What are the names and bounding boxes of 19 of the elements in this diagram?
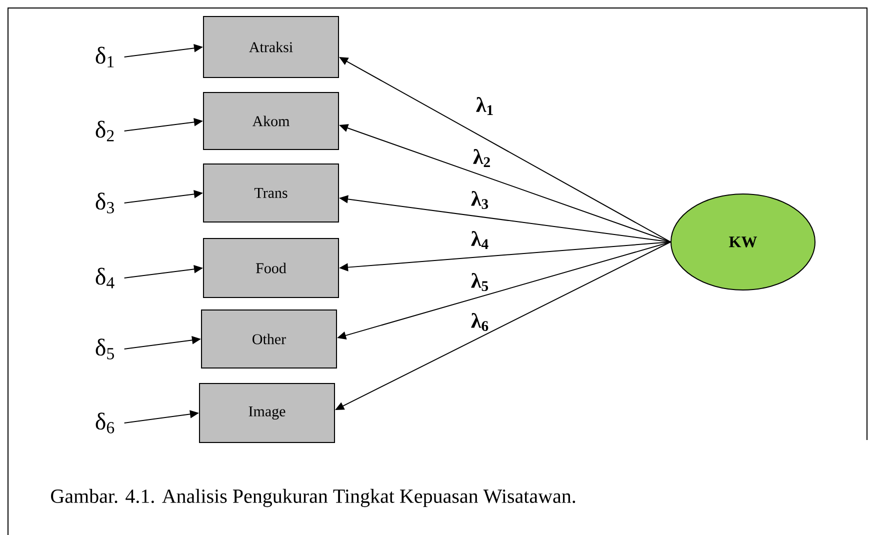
edge-label: λ$_{3}$: [471, 190, 488, 210]
edge-label: λ$_{4}$: [471, 231, 488, 249]
indicator-box: Image: [199, 383, 335, 443]
error-term: δ$_{4}$: [96, 268, 114, 288]
edge-label: λ$_{6}$: [471, 312, 488, 331]
indicator-box: Food: [203, 238, 339, 298]
error-term: δ$_{3}$: [96, 192, 114, 214]
edge-label: λ$_{2}$: [473, 149, 490, 167]
edge-label: λ$_{5}$: [471, 272, 488, 291]
indicator-box: Other: [201, 310, 337, 368]
error-term: δ$_{1}$: [96, 46, 114, 68]
error-term: δ$_{5}$: [96, 338, 114, 360]
edge-label: λ$_{1}$: [476, 97, 493, 115]
caption: Gambar. 4.1. Analisis Pengukuran Tingkat Kepuasan Wisatawan.: [51, 488, 576, 508]
indicator-box: Akom: [203, 92, 339, 150]
indicator-box: Atraksi: [203, 16, 339, 78]
error-term: δ$_{2}$: [96, 120, 114, 142]
error-term: δ$_{6}$: [96, 412, 114, 434]
indicator-box: Trans: [203, 164, 339, 222]
